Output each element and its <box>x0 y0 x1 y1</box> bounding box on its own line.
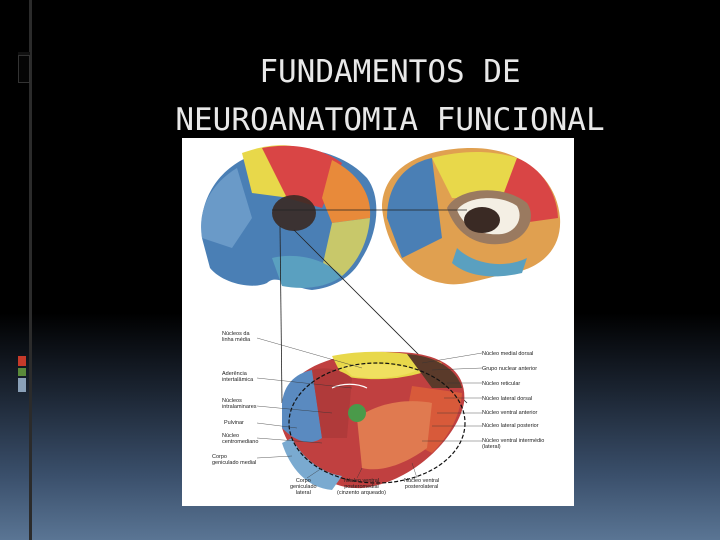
label-leaders <box>256 337 483 479</box>
brain-figure: Núcleos da linha média Aderência interta… <box>182 138 574 506</box>
label-mediodorsal: Núcleo medial dorsal <box>482 351 534 357</box>
label-midline-nuclei: Núcleos da linha média <box>222 331 251 343</box>
brain-illustration <box>201 145 561 490</box>
left-deco-stripe <box>18 378 26 392</box>
label-lateral-posterior: Núcleo lateral posterior <box>482 423 539 429</box>
lateral-brain <box>201 145 377 290</box>
label-ventral-posteromedial: Núcleo ventral posteromedial (cinzento a… <box>337 478 386 496</box>
label-ventral-posterolateral: Núcleo ventral posterolateral <box>404 478 440 490</box>
thalamus-enlarged <box>282 351 466 490</box>
slide-title: FUNDAMENTOS DE NEUROANATOMIA FUNCIONAL <box>110 48 670 144</box>
left-rule <box>29 0 32 540</box>
label-medial-geniculate: Corpo geniculado medial <box>212 454 257 466</box>
label-ventral-intermediate: Núcleo ventral intermédio (lateral) <box>482 438 545 450</box>
label-centromedian: Núcleo centromediano <box>222 433 259 445</box>
left-deco-stripe <box>18 356 26 366</box>
label-intralaminar-nuclei: Núcleos intralaminares <box>222 398 257 410</box>
label-interthalamic-adhesion: Aderência intertalâmica <box>222 371 254 383</box>
title-line-1: FUNDAMENTOS DE <box>259 54 521 90</box>
label-ventral-anterior: Núcleo ventral anterior <box>482 410 538 416</box>
left-deco-stripe <box>18 368 26 376</box>
label-reticular: Núcleo reticular <box>482 381 521 387</box>
label-anterior-group: Grupo nuclear anterior <box>482 366 538 372</box>
label-lateral-dorsal: Núcleo lateral dorsal <box>482 396 533 402</box>
left-accent-block-dark <box>18 55 30 83</box>
label-pulvinar: Pulvinar <box>224 420 244 426</box>
medial-brain <box>382 148 561 285</box>
label-lateral-geniculate: Corpo geniculado lateral <box>290 478 317 496</box>
title-line-2: NEUROANATOMIA FUNCIONAL <box>175 102 605 138</box>
